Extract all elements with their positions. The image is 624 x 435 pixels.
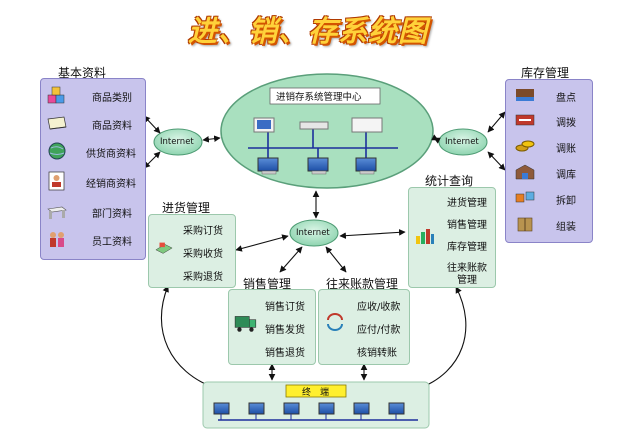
inventory-item-1: 盘点	[514, 85, 590, 107]
center-label: 进销存系统管理中心	[276, 92, 362, 103]
basic-item-label: 经销商资料	[86, 179, 136, 190]
accounts-item: 核销转账	[357, 348, 397, 359]
center-label-box	[269, 87, 381, 105]
desk-icon	[47, 206, 67, 219]
internet-label-right: Internet	[445, 137, 479, 147]
disassemble-icon	[515, 191, 535, 203]
purchase-panel: 采购订货 采购收货 采购退货	[148, 214, 236, 288]
stats-heading: 统计查询	[425, 174, 474, 188]
basic-item-1: 商品类别	[46, 85, 142, 107]
transfer-icon	[515, 114, 535, 126]
basic-item-6: 员工资料	[46, 229, 142, 251]
inventory-item-2: 调拨	[514, 110, 590, 132]
box-icon	[517, 217, 533, 232]
basic-item-2: 商品资料	[46, 113, 142, 135]
stats-item: 库存管理	[447, 242, 487, 253]
basic-item-5: 部门资料	[46, 201, 142, 223]
inventory-item-label: 调库	[556, 170, 576, 181]
people-icon	[50, 232, 64, 247]
purchase-item: 采购退货	[183, 272, 223, 283]
truck-icon	[234, 316, 257, 332]
inventory-item-label: 盘点	[556, 93, 576, 104]
basic-item-3: 供货商资料	[46, 141, 142, 163]
basic-item-label: 员工资料	[92, 237, 132, 248]
terminal-label: 终 端	[302, 388, 330, 398]
accounts-item: 应付/付款	[357, 325, 401, 336]
basic-heading: 基本资料	[58, 66, 107, 80]
warehouse-icon	[515, 164, 535, 180]
basic-item-label: 部门资料	[92, 209, 132, 220]
center-devices	[253, 117, 383, 175]
person-card-icon	[48, 171, 65, 191]
sales-panel: 销售订货 销售发货 销售退货	[228, 289, 316, 365]
purchase-icon	[155, 242, 173, 254]
inventory-item-label: 组装	[556, 222, 576, 233]
sales-item: 销售发货	[265, 325, 305, 336]
center-network	[248, 128, 398, 158]
stats-item: 管理	[457, 275, 477, 286]
purchase-item: 采购收货	[183, 249, 223, 260]
basic-item-label: 商品资料	[92, 121, 132, 132]
inventory-item-label: 调账	[556, 144, 576, 155]
purchase-item: 采购订货	[183, 226, 223, 237]
sales-heading: 销售管理	[243, 277, 292, 291]
stats-item: 销售管理	[447, 220, 487, 231]
internet-cloud-center	[289, 219, 339, 247]
internet-cloud-left	[153, 128, 203, 156]
internet-label-left: Internet	[160, 137, 194, 147]
inventory-item-label: 调拨	[556, 118, 576, 129]
globe-icon	[48, 142, 66, 160]
basic-item-4: 经销商资料	[46, 171, 142, 193]
connection-arrows	[143, 111, 506, 390]
inventory-item-4: 调库	[514, 162, 590, 184]
inventory-item-5: 拆卸	[514, 188, 590, 210]
inventory-panel: 盘点 调拨 调账 调库 拆卸 组装	[505, 79, 593, 243]
internet-label-center: Internet	[296, 228, 330, 238]
tray-icon	[47, 116, 67, 130]
accounts-heading: 往来账款管理	[326, 277, 399, 291]
inventory-item-6: 组装	[514, 214, 590, 236]
diagram-title: 进、销、存系统图	[188, 14, 429, 48]
stats-item: 进货管理	[447, 198, 487, 209]
bar-chart-icon	[416, 229, 434, 244]
terminal-pcs	[213, 402, 405, 420]
sales-item: 销售订货	[265, 302, 305, 313]
basic-panel: 商品类别 商品资料 供货商资料 经销商资料 部门资料 员工资料	[40, 78, 146, 260]
pallet-icon	[516, 89, 534, 101]
terminal-panel	[202, 381, 430, 429]
cubes-icon	[47, 86, 65, 104]
coins-icon	[515, 140, 535, 152]
sales-item: 销售退货	[265, 348, 305, 359]
inventory-item-label: 拆卸	[556, 196, 576, 207]
purchase-heading: 进货管理	[162, 201, 211, 215]
basic-item-label: 商品类别	[92, 93, 132, 104]
accounts-panel: 应收/收款 应付/付款 核销转账	[318, 289, 410, 365]
stats-item: 往来账款	[447, 263, 487, 274]
stats-panel: 进货管理 销售管理 库存管理 往来账款 管理	[408, 187, 496, 288]
inventory-item-3: 调账	[514, 136, 590, 158]
exchange-icon	[327, 313, 343, 331]
basic-item-label: 供货商资料	[86, 149, 136, 160]
inventory-heading: 库存管理	[521, 66, 570, 80]
accounts-item: 应收/收款	[357, 302, 401, 313]
terminal-label-box	[285, 384, 347, 398]
